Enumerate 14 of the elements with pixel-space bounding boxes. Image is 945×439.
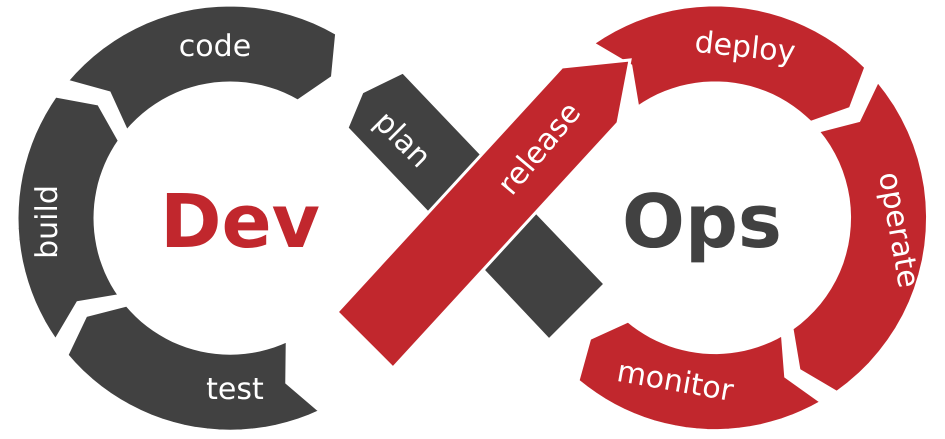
band-piece <box>483 212 605 340</box>
loop-band <box>578 321 822 431</box>
loop-band <box>792 81 928 392</box>
segment-label: build <box>33 185 63 259</box>
center-label: Dev <box>160 185 320 259</box>
loop-band <box>66 5 336 132</box>
segment-label: code <box>178 32 252 62</box>
loop-band <box>17 96 120 340</box>
segment-label: test <box>206 374 264 405</box>
segment-label: operate <box>873 170 923 290</box>
loop-band <box>66 304 320 431</box>
loop-band <box>592 5 866 123</box>
segment-label: monitor <box>614 357 736 407</box>
segment-label: deploy <box>693 28 797 68</box>
